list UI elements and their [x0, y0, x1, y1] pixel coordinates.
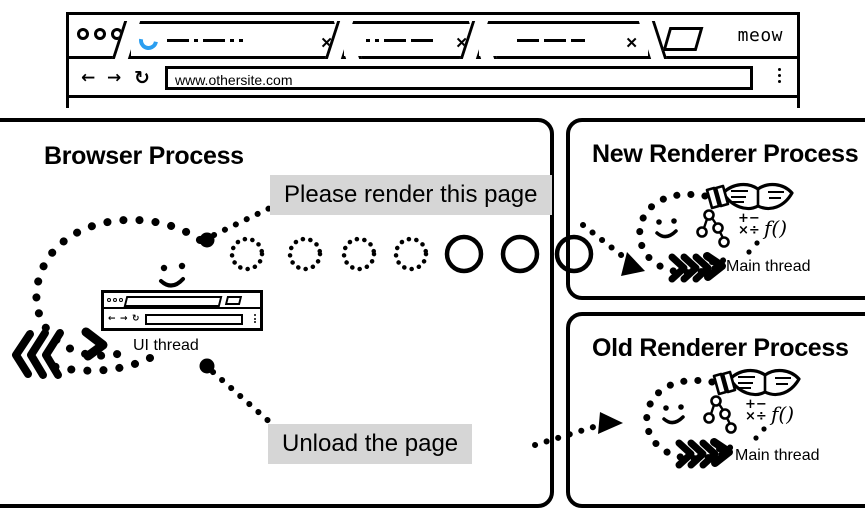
forward-arrow-icon[interactable]: → — [107, 68, 122, 88]
ui-thread-kebab-icon — [254, 314, 256, 323]
tab-title-placeholder — [167, 39, 243, 42]
ui-thread-icon: ← → ↻ — [101, 290, 263, 331]
browser-tab-2[interactable]: ✕ — [324, 21, 498, 59]
browser-process-title: Browser Process — [44, 142, 244, 170]
ui-thread-new-tab-icon — [224, 296, 243, 305]
browser-window: ✕ ✕ — [66, 12, 800, 108]
new-renderer-main-thread-label: Main thread — [726, 258, 811, 275]
tab-title-placeholder — [366, 39, 433, 42]
new-tab-button[interactable] — [662, 27, 704, 51]
ui-thread-back-icon: ← — [108, 314, 116, 324]
reload-icon[interactable]: ↻ — [134, 67, 150, 89]
ui-thread-address-bar — [145, 314, 243, 325]
address-bar[interactable]: www.othersite.com — [165, 66, 753, 90]
ui-thread-forward-icon: → — [120, 314, 128, 324]
browser-toolbar: ← → ↻ www.othersite.com — [69, 59, 797, 98]
tab-strip: ✕ ✕ — [69, 15, 797, 59]
window-dot-icon[interactable] — [77, 28, 89, 40]
window-dot-icon[interactable] — [94, 28, 106, 40]
url-text: www.othersite.com — [175, 72, 293, 88]
new-renderer-process-title: New Renderer Process — [592, 140, 859, 168]
ui-thread-reload-icon: ↻ — [132, 314, 140, 324]
tab-title-placeholder — [517, 39, 585, 42]
browser-tab-1[interactable]: ✕ — [111, 21, 363, 59]
old-renderer-process-panel: Old Renderer Process — [566, 312, 865, 508]
loading-spinner-icon — [135, 27, 162, 54]
ui-thread-toolbar: ← → ↻ — [104, 311, 260, 330]
ui-thread-tabstrip — [104, 293, 260, 309]
tab-close-icon[interactable]: ✕ — [625, 35, 638, 52]
message-unload-page: Unload the page — [268, 424, 473, 464]
ui-thread-tab — [123, 296, 223, 307]
old-renderer-process-title: Old Renderer Process — [592, 334, 849, 362]
ui-thread-window-dots-icon — [107, 298, 123, 302]
old-renderer-main-thread-label: Main thread — [735, 447, 820, 464]
message-render-page: Please render this page — [270, 175, 552, 215]
back-arrow-icon[interactable]: ← — [81, 68, 96, 88]
kebab-menu-icon[interactable] — [778, 68, 781, 83]
browser-tab-3[interactable]: ✕ — [459, 21, 668, 59]
ui-thread-label: UI thread — [133, 337, 199, 354]
browser-brand-label: meow — [737, 25, 783, 46]
window-controls[interactable] — [77, 28, 123, 40]
new-renderer-process-panel: New Renderer Process — [566, 118, 865, 300]
